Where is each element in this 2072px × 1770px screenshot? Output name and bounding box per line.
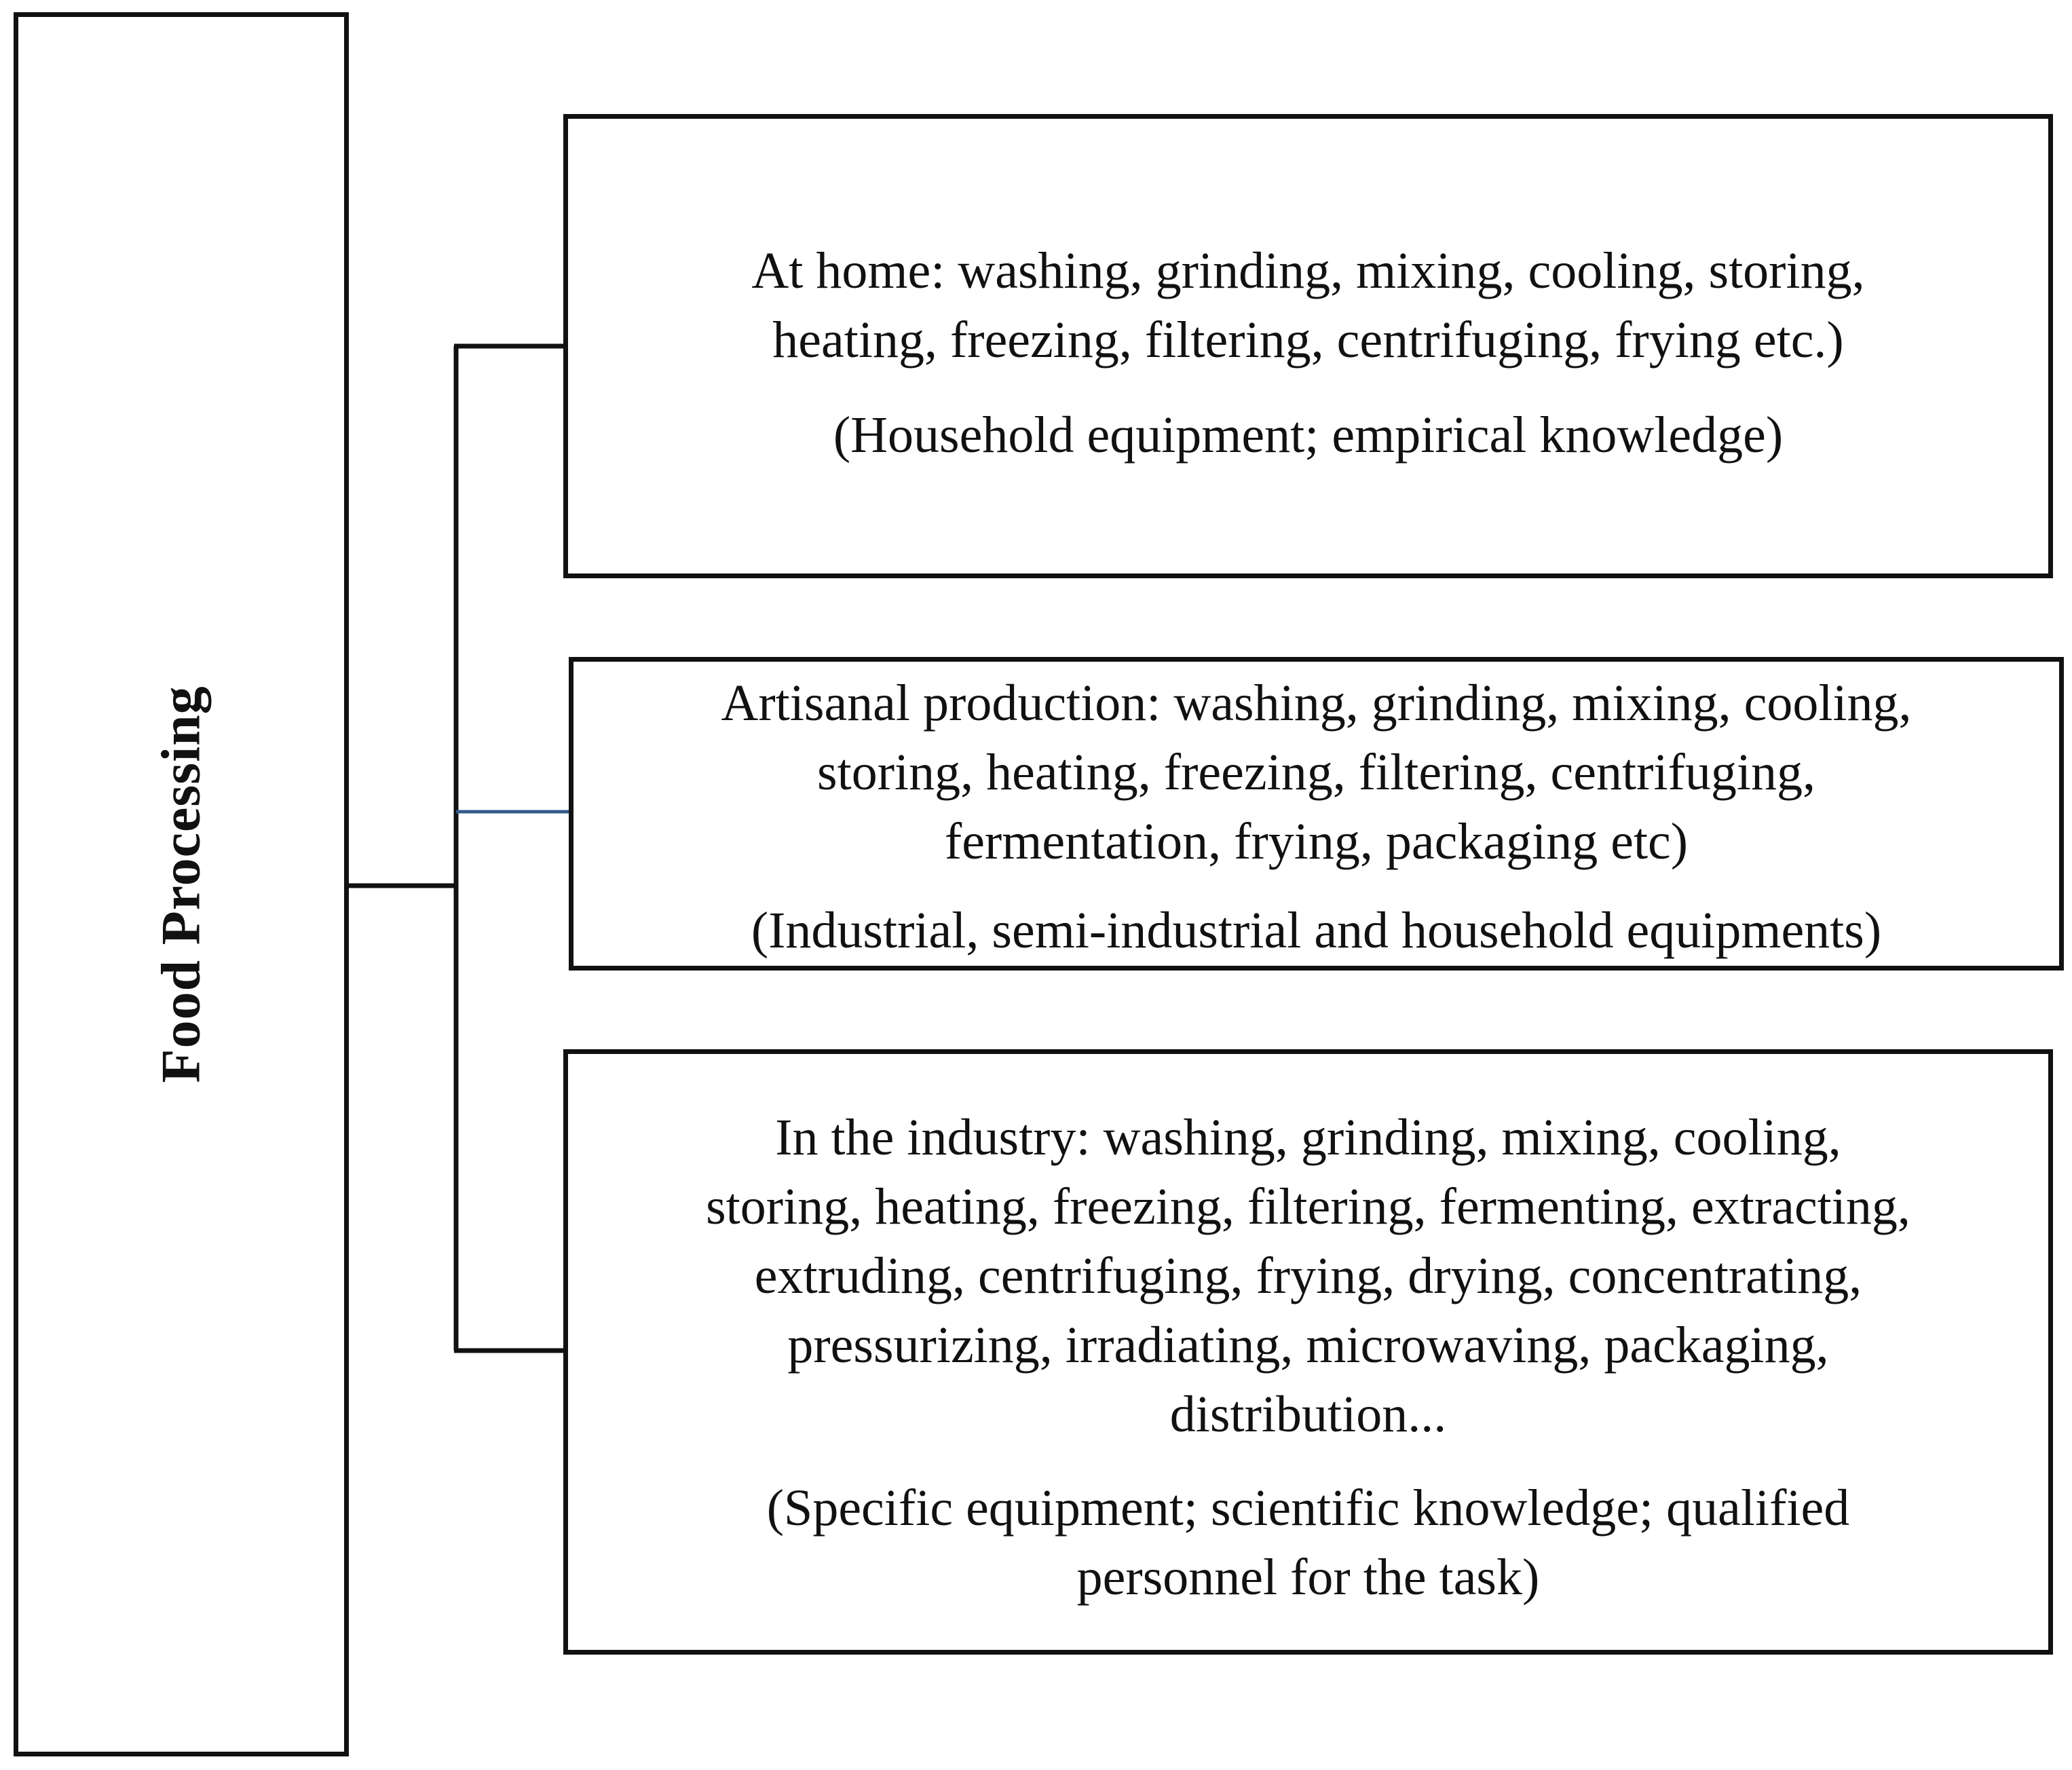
industry-box: In the industry: washing, grinding, mixi… [563,1049,2053,1655]
at-home-box: At home: washing, grinding, mixing, cool… [563,114,2053,578]
artisanal-production-box: Artisanal production: washing, grinding,… [569,657,2064,971]
text-line: personnel for the task) [1076,1549,1540,1606]
at-home-note: (Household equipment; empirical knowledg… [568,400,2048,470]
text-line: heating, freezing, filtering, centrifugi… [772,312,1844,369]
text-line: storing, heating, freezing, filtering, c… [817,744,1815,801]
artisanal-processes: Artisanal production: washing, grinding,… [573,669,2059,876]
at-home-processes: At home: washing, grinding, mixing, cool… [568,236,2048,375]
text-line: distribution... [1169,1386,1447,1443]
text-line: (Household equipment; empirical knowledg… [833,407,1784,464]
text-line: fermentation, frying, packaging etc) [944,813,1689,870]
text-line: (Specific equipment; scientific knowledg… [766,1480,1850,1537]
text-line: (Industrial, semi-industrial and househo… [751,902,1882,959]
industry-note: (Specific equipment; scientific knowledg… [568,1473,2048,1612]
text-line: At home: washing, grinding, mixing, cool… [751,242,1865,299]
text-line: pressurizing, irradiating, microwaving, … [787,1317,1829,1374]
food-processing-box: Food Processing [14,12,349,1756]
text-line: storing, heating, freezing, filtering, f… [706,1178,1910,1235]
industry-processes: In the industry: washing, grinding, mixi… [568,1103,2048,1449]
text-line: In the industry: washing, grinding, mixi… [775,1109,1841,1166]
artisanal-note: (Industrial, semi-industrial and househo… [573,896,2059,965]
food-processing-label: Food Processing [150,685,212,1083]
text-line: Artisanal production: washing, grinding,… [721,675,1912,732]
text-line: extruding, centrifuging, frying, drying,… [754,1247,1862,1304]
